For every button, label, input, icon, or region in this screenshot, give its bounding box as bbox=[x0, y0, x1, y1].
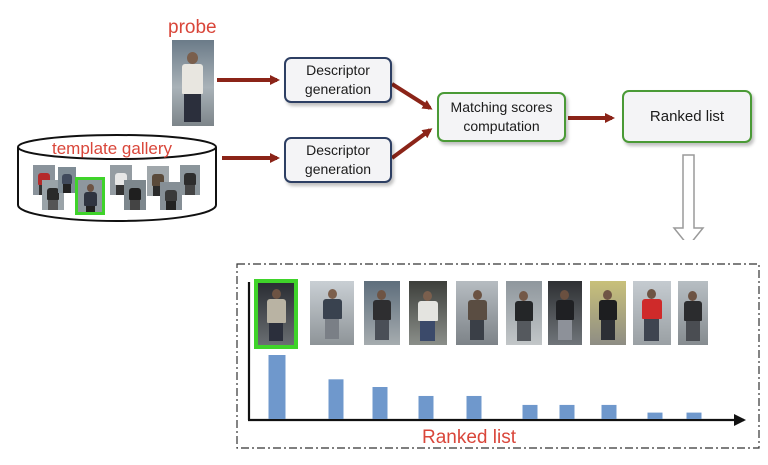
probe-label: probe bbox=[168, 17, 217, 38]
ranked-thumb-6 bbox=[506, 281, 542, 345]
box-line: generation bbox=[304, 81, 372, 97]
box-line: Ranked list bbox=[649, 108, 725, 125]
ranked-panel-frame bbox=[236, 263, 760, 449]
ranked-list-box: Ranked list bbox=[622, 90, 752, 143]
ranked-thumb-7 bbox=[548, 281, 582, 345]
score-bar bbox=[686, 412, 702, 419]
ranked-thumb-10 bbox=[678, 281, 708, 345]
ranked-thumb-1 bbox=[254, 279, 298, 349]
descriptor-generation-box-top: Descriptor generation bbox=[284, 57, 392, 103]
score-bar bbox=[372, 387, 388, 419]
score-bar bbox=[418, 395, 434, 419]
descriptor-generation-box-bottom: Descriptor generation bbox=[284, 137, 392, 183]
ranked-thumb-3 bbox=[364, 281, 400, 345]
gallery-thumb bbox=[58, 167, 76, 193]
box-line: Matching scores bbox=[450, 99, 553, 115]
score-bar bbox=[647, 412, 663, 419]
hollow-down-arrow bbox=[672, 154, 705, 240]
template-gallery-label: template gallery bbox=[52, 139, 173, 158]
arrow-descriptor-to-matching-bottom bbox=[390, 128, 433, 160]
score-bar bbox=[559, 404, 575, 419]
score-bar bbox=[522, 404, 538, 419]
score-bar bbox=[601, 404, 617, 419]
box-line: Descriptor bbox=[306, 62, 370, 78]
arrow-descriptor-to-matching-top bbox=[390, 82, 433, 110]
ranked-thumb-2 bbox=[310, 281, 354, 345]
box-line: Descriptor bbox=[306, 142, 370, 158]
gallery-thumb bbox=[124, 180, 146, 210]
ranked-thumb-8 bbox=[590, 281, 626, 345]
ranked-list-axis-label: Ranked list bbox=[422, 427, 516, 448]
matching-scores-box: Matching scores computation bbox=[437, 92, 566, 142]
score-bar bbox=[268, 355, 286, 419]
box-line: generation bbox=[304, 161, 372, 177]
ranked-thumb-9 bbox=[633, 281, 671, 345]
probe-image bbox=[172, 40, 214, 126]
ranked-thumb-4 bbox=[409, 281, 447, 345]
box-line: computation bbox=[463, 118, 540, 134]
gallery-thumb-matched bbox=[75, 177, 105, 215]
gallery-thumb bbox=[160, 182, 182, 210]
ranked-thumb-5 bbox=[456, 281, 498, 345]
gallery-thumb bbox=[180, 165, 200, 195]
flow-arrows bbox=[217, 75, 705, 240]
score-bar bbox=[328, 379, 344, 419]
score-bar bbox=[466, 395, 482, 419]
